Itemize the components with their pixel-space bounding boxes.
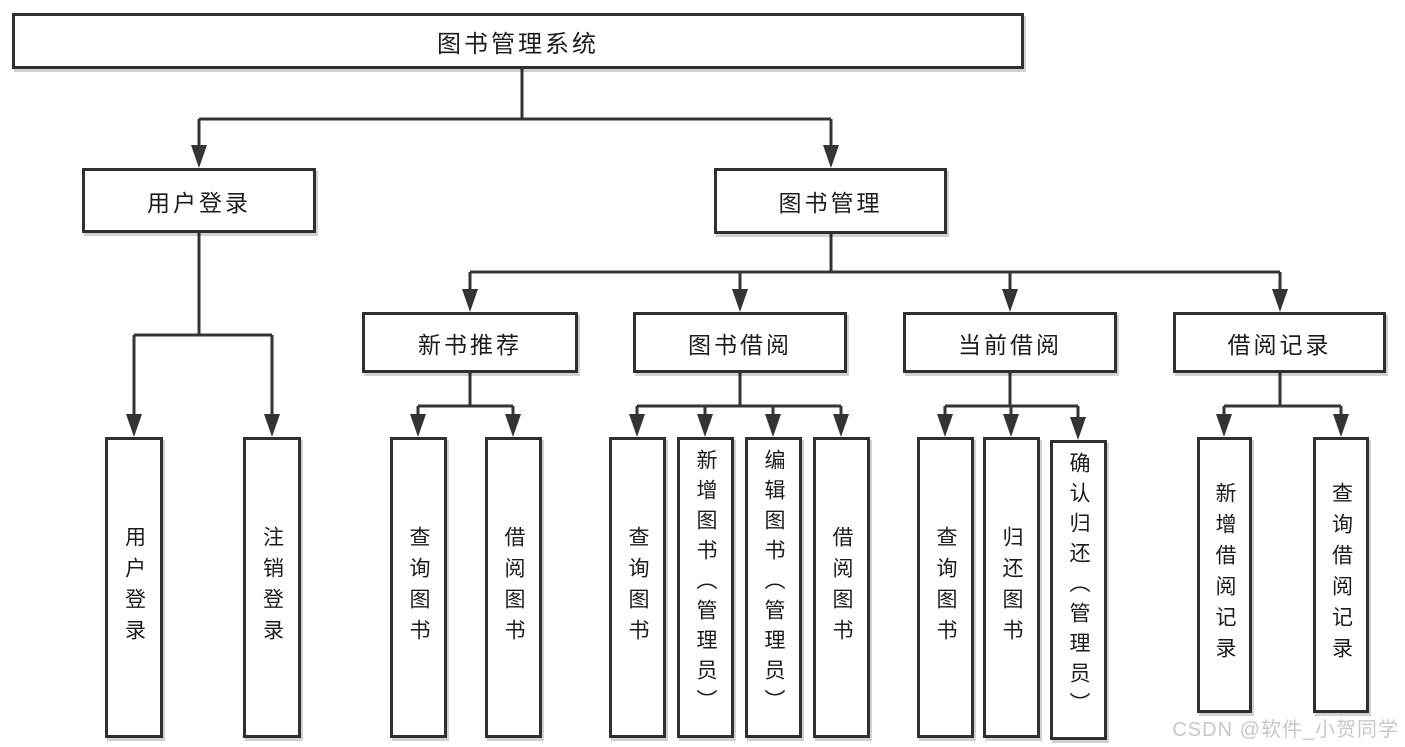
leaf-add-books-admin: 新增图书（管理员） xyxy=(677,437,734,738)
node-label: 编辑图书（管理员） xyxy=(762,449,785,719)
node-label: 用户登录 xyxy=(147,189,251,216)
node-user-login: 用户登录 xyxy=(82,168,316,233)
node-current-borrow: 当前借阅 xyxy=(903,312,1117,373)
node-label: 查询图书 xyxy=(407,525,430,650)
leaf-newbook-borrow-books: 借阅图书 xyxy=(485,437,542,738)
connector-user-login-to-leaves xyxy=(132,233,274,417)
node-label: 借阅记录 xyxy=(1227,331,1332,358)
connector-new-book-to-leaves xyxy=(416,373,515,417)
node-label: 新增借阅记录 xyxy=(1213,482,1236,668)
arrowheads xyxy=(126,145,1349,440)
node-label: 借阅图书 xyxy=(830,525,853,650)
connector-root-to-level2 xyxy=(197,69,833,148)
leaf-current-query-books: 查询图书 xyxy=(917,437,974,738)
node-label: 新书推荐 xyxy=(418,331,522,358)
node-label: 用户登录 xyxy=(122,525,146,650)
leaf-return-books: 归还图书 xyxy=(983,437,1040,738)
node-label: 图书借阅 xyxy=(688,331,792,358)
node-label: 查询图书 xyxy=(626,525,649,650)
leaf-edit-books-admin: 编辑图书（管理员） xyxy=(745,437,802,738)
leaf-query-borrow-record: 查询借阅记录 xyxy=(1313,437,1369,713)
connector-book-borrow-to-leaves xyxy=(635,373,843,417)
node-label: 归还图书 xyxy=(1000,525,1023,650)
node-borrow-records: 借阅记录 xyxy=(1173,312,1386,373)
node-library-management-system: 图书管理系统 xyxy=(12,13,1024,69)
node-label: 当前借阅 xyxy=(958,331,1062,358)
leaf-logout: 注销登录 xyxy=(243,437,301,738)
node-new-book-recommend: 新书推荐 xyxy=(362,312,578,373)
node-book-management: 图书管理 xyxy=(714,168,947,234)
node-label: 图书管理系统 xyxy=(437,30,599,58)
connector-borrow-records-to-leaves xyxy=(1222,373,1343,417)
node-label: 图书管理 xyxy=(778,190,883,216)
node-label: 借阅图书 xyxy=(502,525,525,650)
node-label: 确认归还（管理员） xyxy=(1067,452,1090,722)
node-book-borrow: 图书借阅 xyxy=(633,312,847,373)
connector-book-management-to-level3 xyxy=(468,234,1282,292)
node-label: 注销登录 xyxy=(260,525,284,650)
leaf-borrow-query-books: 查询图书 xyxy=(609,437,666,738)
node-label: 查询借阅记录 xyxy=(1329,482,1353,668)
leaf-add-borrow-record: 新增借阅记录 xyxy=(1197,437,1252,713)
leaf-confirm-return-admin: 确认归还（管理员） xyxy=(1050,440,1107,740)
leaf-borrow-books: 借阅图书 xyxy=(813,437,870,738)
leaf-newbook-query-books: 查询图书 xyxy=(390,437,447,738)
node-label: 查询图书 xyxy=(934,525,957,650)
node-label: 新增图书（管理员） xyxy=(694,449,717,719)
connector-current-borrow-to-leaves xyxy=(943,373,1080,420)
leaf-user-login: 用户登录 xyxy=(105,437,163,738)
csdn-watermark: CSDN @软件_小贺同学 xyxy=(1172,719,1399,741)
